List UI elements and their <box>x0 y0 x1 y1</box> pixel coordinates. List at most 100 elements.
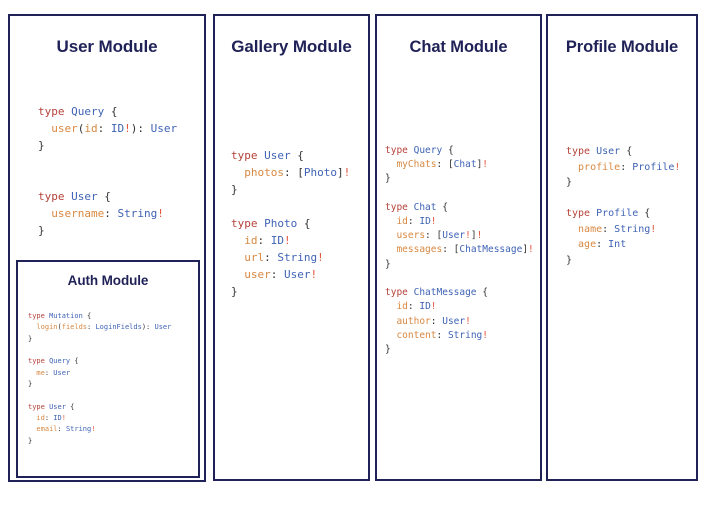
code-token: login <box>28 323 58 332</box>
code-token: : <box>264 251 278 265</box>
code-token: ! <box>430 301 437 313</box>
panel-title-user: User Module <box>56 37 158 56</box>
panel-gallery-module[interactable]: Gallery Module type User { photos: [Phot… <box>213 14 370 481</box>
code-token: { <box>297 217 311 231</box>
code-token: users <box>385 230 426 241</box>
code-token: } <box>28 379 33 388</box>
code-token: String <box>277 251 318 265</box>
code-token: : <box>430 315 443 327</box>
panel-auth-module[interactable]: Auth Module type Mutation { login(fields… <box>16 260 200 478</box>
code-token: } <box>385 344 391 355</box>
code-token: ] <box>470 230 477 241</box>
code-token: { <box>104 105 118 118</box>
code-token: photos <box>231 166 284 180</box>
code-token: User <box>154 323 172 332</box>
code-token: User <box>284 268 311 282</box>
code-token: } <box>231 183 238 197</box>
code-token: : <box>87 323 96 332</box>
panel-chat-module[interactable]: Chat Module type Query { myChats: [Chat]… <box>375 14 542 481</box>
code-token: String <box>447 329 483 341</box>
code-token: : <box>44 368 54 377</box>
panel-title-chat: Chat Module <box>409 38 508 56</box>
code-token: { <box>476 287 488 298</box>
code-token: : <box>44 413 54 422</box>
code-token: : <box>270 268 284 282</box>
code-token: User <box>442 230 466 241</box>
code-token: : <box>137 122 151 136</box>
code-token: ! <box>465 230 471 241</box>
code-token: type <box>566 146 597 157</box>
code-token: email <box>28 425 58 434</box>
code-token: { <box>620 146 633 157</box>
code-token: : <box>283 166 298 180</box>
code-block-chat: type Query { myChats: [Chat]! } type Cha… <box>385 144 534 358</box>
code-token: } <box>28 334 33 343</box>
code-token: age <box>566 239 597 250</box>
code-token: ( <box>77 122 85 136</box>
code-token: [ <box>453 244 460 256</box>
code-token: type <box>231 149 265 162</box>
code-token: ! <box>476 230 483 241</box>
code-token: [ <box>436 230 443 241</box>
code-token: ID <box>110 122 125 136</box>
code-token: ! <box>482 329 488 341</box>
code-token: fields <box>61 323 88 332</box>
code-token: } <box>385 173 391 184</box>
code-token: user <box>38 122 78 136</box>
code-token: type <box>385 201 414 213</box>
code-token: Query <box>49 357 71 366</box>
code-token: type <box>38 190 72 204</box>
code-token: profile <box>566 161 621 173</box>
code-token: String <box>117 207 158 221</box>
code-token: LoginFields <box>95 323 142 332</box>
code-block-user: type Query { user(id: ID!): User } type … <box>38 103 177 239</box>
code-token: ( <box>57 323 62 332</box>
code-token: : <box>257 234 271 248</box>
code-token: type <box>566 208 597 219</box>
code-token: me <box>28 368 45 377</box>
code-token: : <box>620 161 633 173</box>
panel-user-module[interactable]: User Module type Query { user(id: ID!): … <box>8 14 206 482</box>
code-token: } <box>38 224 45 238</box>
code-token: author <box>385 315 431 327</box>
code-token: Profile <box>632 161 675 173</box>
code-token: ! <box>284 234 291 248</box>
code-token: name <box>566 223 603 235</box>
code-token: id <box>84 122 98 136</box>
code-token: url <box>231 251 265 265</box>
code-token: type <box>28 402 50 411</box>
code-token: ChatMessage <box>459 244 523 256</box>
code-token: : <box>57 425 66 434</box>
code-token: { <box>70 357 79 366</box>
code-token: ID <box>419 301 431 313</box>
code-token: } <box>38 139 45 153</box>
code-token: type <box>385 144 414 156</box>
code-token: id <box>231 234 258 248</box>
code-token: ! <box>528 244 534 256</box>
code-token: type <box>28 357 50 366</box>
code-token: [ <box>447 158 454 170</box>
code-token: User <box>150 122 178 136</box>
code-block-profile: type User { profile: Profile! } type Pro… <box>566 144 680 268</box>
code-token: ! <box>310 268 318 282</box>
panel-title-profile: Profile Module <box>565 38 679 56</box>
code-token: type <box>38 105 72 118</box>
code-token: ! <box>91 425 96 434</box>
code-token: : <box>436 329 448 341</box>
code-token: ! <box>343 166 351 180</box>
code-token: User <box>596 146 621 157</box>
panel-profile-module[interactable]: Profile Module type User { profile: Prof… <box>546 14 698 481</box>
code-token: Query <box>71 105 105 118</box>
code-token: { <box>97 190 111 204</box>
panel-title-gallery: Gallery Module <box>231 37 352 56</box>
code-token: user <box>231 268 271 282</box>
code-token: ! <box>674 161 681 173</box>
code-token: Chat <box>413 201 437 213</box>
code-token: { <box>442 144 454 156</box>
code-token: username <box>38 207 105 221</box>
code-token: Profile <box>596 208 639 219</box>
panel-title-auth: Auth Module <box>67 273 149 288</box>
code-token: : <box>602 223 615 235</box>
code-token: : <box>425 230 437 241</box>
code-token: ChatMessage <box>413 287 477 298</box>
